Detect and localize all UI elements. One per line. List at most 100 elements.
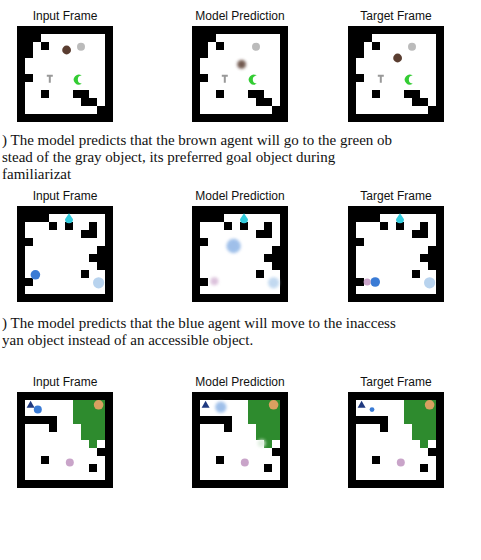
maze-floor — [200, 400, 280, 480]
maze-wall — [356, 278, 364, 286]
maze-wall — [272, 448, 280, 456]
maze-wall — [25, 34, 41, 42]
maze-border — [192, 392, 288, 488]
maze-wall — [412, 230, 428, 238]
game-object — [252, 43, 260, 51]
maze-wall — [272, 246, 280, 254]
maze-wall — [356, 214, 380, 222]
green-region — [89, 440, 97, 448]
maze-wall — [412, 270, 420, 278]
maze-wall — [200, 238, 208, 246]
maze-wall — [272, 262, 280, 270]
maze-wall — [272, 106, 280, 114]
maze-wall — [420, 464, 428, 472]
maze-wall — [200, 74, 208, 82]
maze-wall — [81, 270, 89, 278]
game-object — [241, 458, 249, 466]
maze-wall — [25, 278, 33, 286]
maze-wall — [41, 456, 49, 464]
maze-wall — [256, 270, 264, 278]
game-object — [222, 75, 228, 83]
game-object — [358, 401, 366, 408]
figure-caption: ) The model predicts that the blue agent… — [2, 315, 399, 349]
game-object — [215, 402, 226, 413]
maze-wall — [200, 34, 216, 42]
maze-wall — [428, 106, 436, 114]
maze-wall — [25, 416, 57, 424]
game-object — [396, 213, 404, 223]
maze-wall — [25, 238, 33, 246]
maze-border — [192, 26, 288, 122]
frame-header: Input Frame — [33, 375, 98, 389]
maze-wall — [224, 222, 232, 230]
game-object — [424, 277, 435, 288]
game-object — [378, 75, 384, 83]
game-object — [34, 406, 42, 414]
green-region — [81, 424, 105, 440]
maze-wall — [428, 246, 436, 254]
maze-wall — [200, 42, 208, 58]
gridworld-frame — [17, 26, 113, 122]
frame-header: Target Frame — [360, 375, 431, 389]
maze-wall — [404, 90, 420, 98]
maze-border — [17, 206, 113, 302]
game-object — [93, 277, 104, 288]
game-object — [425, 400, 435, 410]
gridworld-frame — [192, 392, 288, 488]
game-object — [405, 75, 413, 85]
game-object — [202, 401, 210, 408]
maze-wall — [356, 238, 364, 246]
maze-wall — [356, 416, 388, 424]
frame-header: Model Prediction — [195, 189, 284, 203]
maze-wall — [49, 424, 57, 432]
maze-wall — [89, 464, 97, 472]
maze-wall — [25, 214, 49, 222]
game-object — [47, 75, 53, 83]
maze-wall — [81, 230, 97, 238]
game-object — [408, 43, 416, 51]
game-object — [74, 75, 82, 85]
game-object — [393, 54, 402, 63]
maze-wall — [372, 90, 380, 98]
maze-floor — [356, 400, 436, 480]
maze-wall — [380, 424, 388, 432]
game-object — [269, 400, 279, 410]
game-object — [370, 407, 375, 412]
maze-wall — [49, 222, 57, 230]
maze-wall — [356, 42, 364, 58]
gridworld-frame — [348, 206, 444, 302]
game-object — [62, 46, 71, 55]
maze-wall — [420, 222, 428, 230]
maze-floor — [356, 34, 436, 114]
green-region — [420, 440, 428, 448]
maze-border — [348, 26, 444, 122]
gridworld-frame — [348, 26, 444, 122]
frame-header: Model Prediction — [195, 375, 284, 389]
maze-wall — [420, 254, 436, 262]
green-region — [73, 400, 105, 424]
game-object — [210, 277, 218, 285]
maze-wall — [41, 90, 49, 98]
maze-wall — [256, 230, 272, 238]
maze-floor — [25, 34, 105, 114]
maze-wall — [97, 106, 105, 114]
maze-wall — [200, 214, 224, 222]
maze-wall — [89, 254, 105, 262]
maze-border — [17, 392, 113, 488]
maze-border — [192, 206, 288, 302]
green-region — [256, 424, 280, 440]
game-object — [31, 270, 41, 280]
gridworld-frame — [17, 392, 113, 488]
frame-header: Target Frame — [360, 189, 431, 203]
maze-wall — [216, 456, 224, 464]
maze-wall — [97, 448, 105, 456]
game-object — [66, 458, 74, 466]
maze-wall — [97, 262, 105, 270]
figure-caption: ) The model predicts that the brown agen… — [2, 132, 396, 183]
maze-wall — [264, 222, 272, 230]
frame-header: Model Prediction — [195, 9, 284, 23]
maze-wall — [200, 278, 208, 286]
gridworld-frame — [17, 206, 113, 302]
game-object — [237, 60, 246, 69]
maze-wall — [73, 90, 89, 98]
